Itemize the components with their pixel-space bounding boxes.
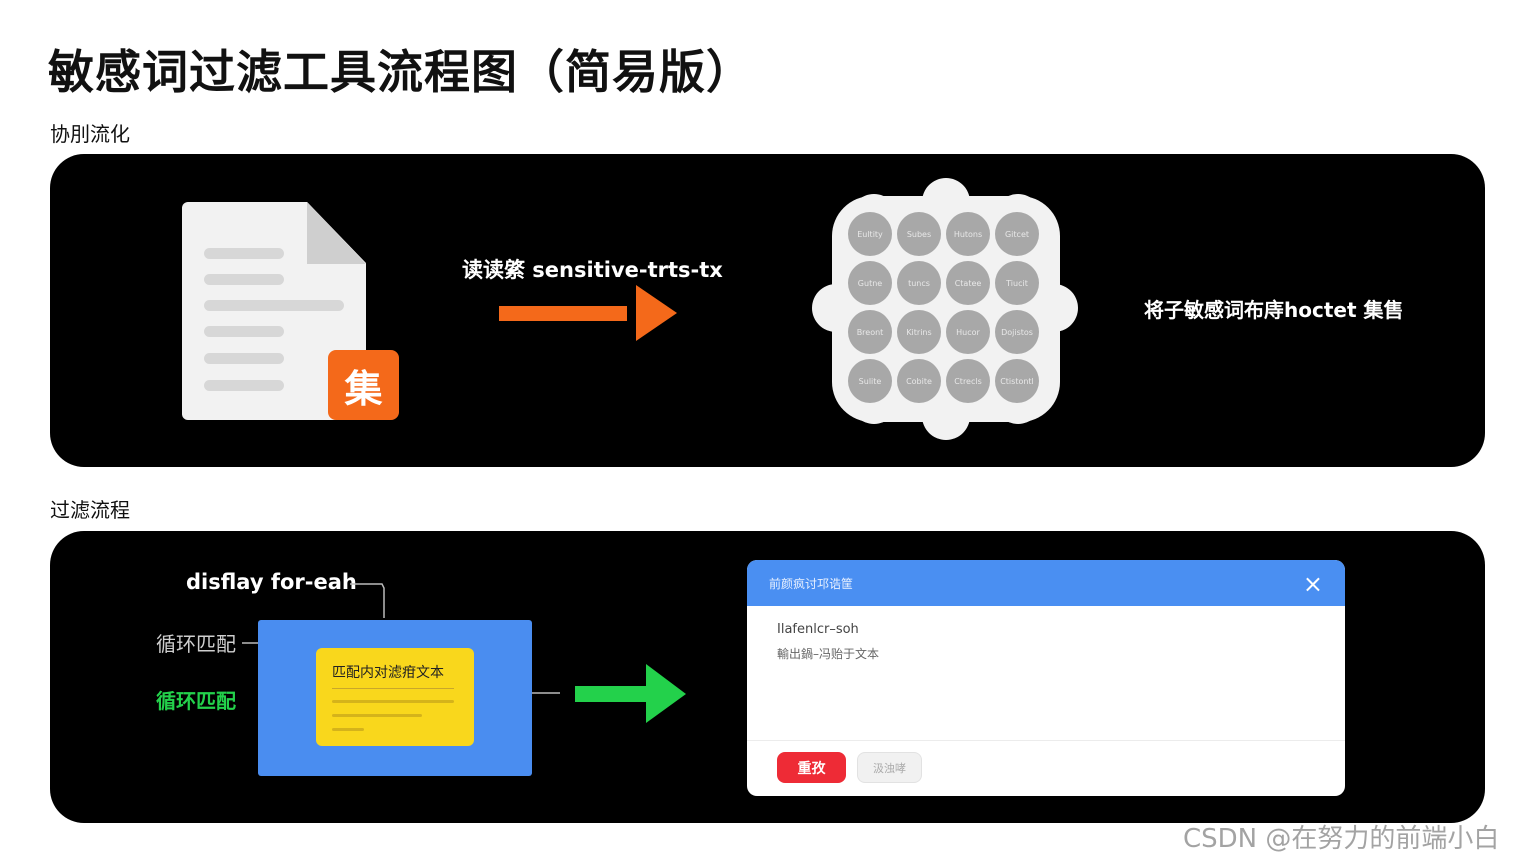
box-connector [532,692,560,694]
dialog-divider [747,740,1345,741]
reset-button[interactable]: 重孜 [777,752,846,783]
page-title: 敏感词过滤工具流程图（简易版） [48,45,753,99]
word-bubble: Kitrins [897,310,941,354]
loop-match-label-highlight: 循环匹配 [156,689,236,713]
word-bubble: Ctrecls [946,359,990,403]
doc-line [204,353,284,364]
word-bubble: Hucor [946,310,990,354]
secondary-button[interactable]: 汲浊哮 [857,752,922,783]
match-card-title: 匹配内对滤疳文本 [332,665,444,681]
csdn-watermark: CSDN @在努力的前端小白 [1183,824,1500,854]
read-file-label: 读读綮 sensitive-trts-tx [462,258,723,282]
doc-line [204,326,284,337]
green-arrow-icon [575,664,686,723]
foreach-label: disflay for-eah [186,570,357,594]
word-bubble: Dojistos [995,310,1039,354]
word-bubble: Gitcet [995,212,1039,256]
word-bubble: Ctatee [946,261,990,305]
card-divider [332,688,454,689]
match-card: 匹配内对滤疳文本 [316,648,474,746]
dialog-output-text: 輸出鍋–冯贻于文本 [777,647,880,661]
close-icon[interactable]: × [1302,570,1323,598]
orange-arrow-icon [499,285,677,341]
doc-line [204,274,284,285]
init-section-label: 协刖流化 [50,122,130,146]
word-bubble: Ctistontl [995,359,1039,403]
word-bubble: Sulite [848,359,892,403]
card-text-line [332,714,422,717]
word-bubble: Subes [897,212,941,256]
dialog-header [747,560,1345,606]
word-bubble: Eultity [848,212,892,256]
result-dialog: 前颜疯讨邛诰筐 × Ilafenlcr–soh 輸出鍋–冯贻于文本 重孜 汲浊哮 [747,560,1345,796]
collect-label: 将子敏感词布庤hoctet 集售 [1144,298,1404,322]
collection-badge: 集 [328,350,399,420]
word-bubble: Gutne [848,261,892,305]
dialog-text-line: Ilafenlcr–soh [777,622,859,637]
loop-connector [242,642,258,644]
word-bubble: Cobite [897,359,941,403]
word-bubble: Hutons [946,212,990,256]
loop-match-label: 循环匹配 [156,632,236,656]
word-bubble: Tiucit [995,261,1039,305]
word-bubble: Breont [848,310,892,354]
foreach-connector [350,583,385,618]
doc-line [204,248,284,259]
loop-process-box: 匹配内对滤疳文本 [258,620,532,776]
doc-line [204,300,344,311]
card-text-line [332,700,454,703]
card-text-line [332,728,364,731]
word-bubble: tuncs [897,261,941,305]
dialog-title: 前颜疯讨邛诰筐 [769,577,854,591]
doc-line [204,380,284,391]
filter-section-label: 过滤流程 [50,498,130,522]
